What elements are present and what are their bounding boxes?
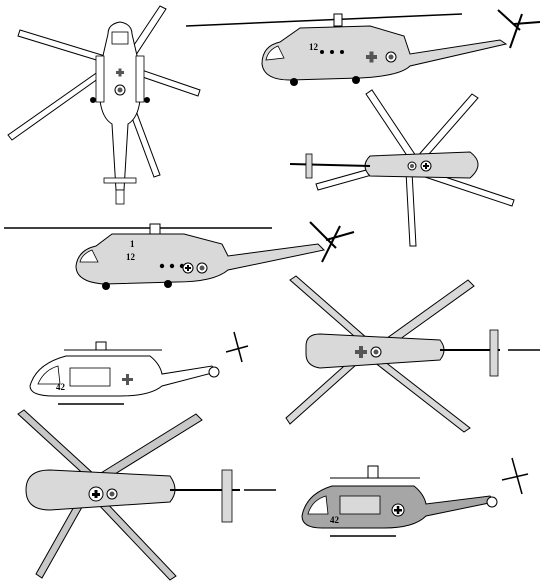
aircraft-number-upper: 1 <box>130 239 135 249</box>
tail-rotor <box>497 9 541 49</box>
fuel-tank-left <box>95 55 105 103</box>
roundel <box>407 161 417 171</box>
red-cross-emblem <box>116 68 124 77</box>
red-cross-emblem <box>366 51 377 63</box>
tail-rotor <box>501 457 529 495</box>
nose-wheel <box>102 282 110 290</box>
fuel-tank-right <box>135 55 145 103</box>
fuselage <box>261 25 508 81</box>
main-rotor <box>285 275 475 433</box>
rotor-mast <box>333 13 343 27</box>
tail-hub <box>208 366 220 378</box>
cockpit-window <box>79 249 99 263</box>
main-rotor <box>17 409 203 581</box>
roundel <box>106 488 118 500</box>
porthole-windows <box>320 50 344 54</box>
main-wheel <box>164 280 172 288</box>
stabilizer <box>221 469 233 523</box>
aircraft-number: 42 <box>56 382 66 392</box>
mi8-top-view <box>7 5 201 205</box>
tail-hub <box>486 496 498 508</box>
cockpit-window <box>37 365 61 385</box>
stabilizer <box>103 177 137 184</box>
tail-rotor <box>225 331 249 363</box>
fuselage <box>75 233 326 285</box>
roundel <box>370 346 382 358</box>
mi8-bottom-view <box>289 89 515 247</box>
porthole-windows <box>159 263 185 269</box>
aircraft-number: 12 <box>309 42 319 52</box>
red-cross-emblem <box>88 486 104 502</box>
main-rotor <box>185 13 463 27</box>
mi8-side-view-mid: 1 12 <box>4 221 355 290</box>
bk117-side-view-right: 42 <box>301 457 529 537</box>
rotor-head <box>95 341 107 351</box>
bk117-top-view-right <box>285 275 540 433</box>
tail-boom <box>289 163 371 167</box>
cockpit-window <box>265 45 285 61</box>
tail-rotor <box>115 189 125 205</box>
aircraft-number-lower: 12 <box>126 252 136 262</box>
cockpit-window <box>307 495 329 515</box>
roundel <box>385 51 397 63</box>
roundel <box>114 84 126 96</box>
cockpit-window <box>111 31 129 45</box>
roundel <box>196 262 208 274</box>
cabin-door <box>339 495 381 515</box>
red-cross-emblem <box>122 374 133 385</box>
nose-wheel <box>290 78 298 86</box>
tail-rotor <box>309 221 355 263</box>
wheel-right <box>144 97 150 103</box>
wheel-left <box>90 97 96 103</box>
red-cross-emblem <box>355 346 367 358</box>
bk117-top-view-left <box>17 409 276 581</box>
aircraft-number: 42 <box>330 515 340 525</box>
stabilizer <box>489 329 499 377</box>
cabin-door <box>69 367 111 387</box>
rotor-head <box>367 465 379 479</box>
main-wheel <box>352 76 360 84</box>
red-cross-emblem <box>391 503 405 517</box>
red-cross-emblem <box>182 262 194 274</box>
red-cross-emblem <box>420 160 432 172</box>
fuselage <box>99 21 141 191</box>
stabilizer <box>305 153 313 179</box>
mi8-side-view-top: 12 <box>185 9 541 86</box>
bk117-side-view-left: 42 <box>29 331 249 405</box>
